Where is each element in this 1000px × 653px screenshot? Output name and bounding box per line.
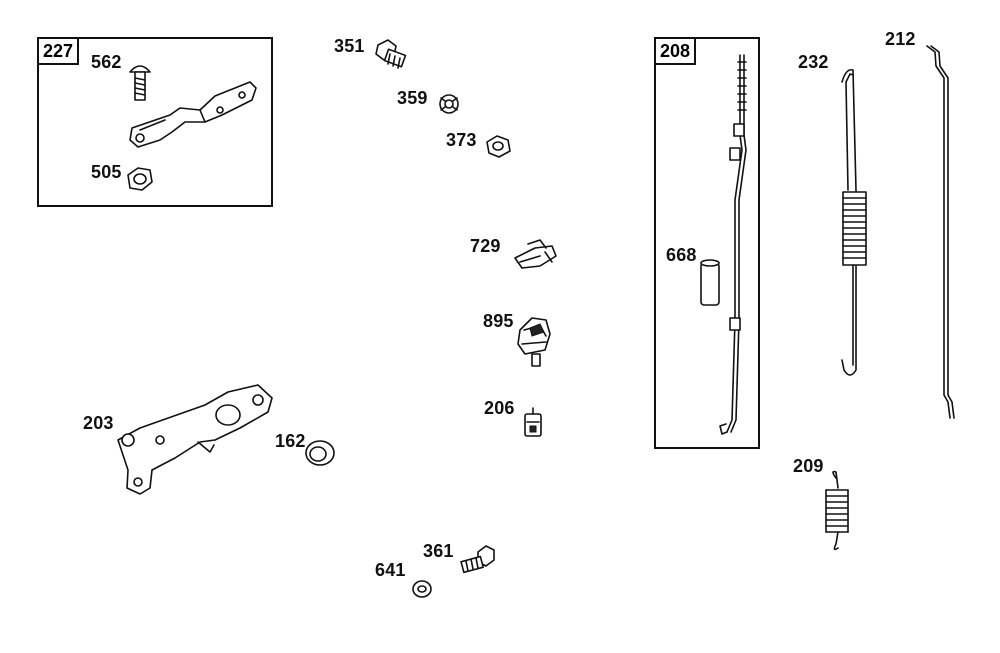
ring-641-icon — [412, 580, 432, 598]
screw-562-icon — [129, 65, 151, 101]
bracket-227-icon — [129, 81, 257, 148]
part-label-212: 212 — [885, 29, 916, 49]
part-label-162: 162 — [275, 431, 306, 451]
bracket-203-icon — [117, 384, 273, 495]
group-box-208: 208 — [654, 37, 760, 449]
bolt-361-icon — [460, 545, 495, 574]
fitting-206-icon — [524, 407, 542, 437]
spring-209-icon — [825, 470, 849, 551]
part-label-668: 668 — [666, 245, 697, 265]
part-label-209: 209 — [793, 456, 824, 476]
bolt-351-icon — [375, 39, 407, 69]
grommet-895-icon — [517, 317, 551, 367]
part-label-729: 729 — [470, 236, 501, 256]
part-label-895: 895 — [483, 311, 514, 331]
part-label-562: 562 — [91, 52, 122, 72]
part-label-505: 505 — [91, 162, 122, 182]
part-label-203: 203 — [83, 413, 114, 433]
lock-washer-359-icon — [439, 94, 459, 114]
part-label-359: 359 — [397, 88, 428, 108]
part-label-206: 206 — [484, 398, 515, 418]
group-box-227: 227 — [37, 37, 273, 207]
part-label-351: 351 — [334, 36, 365, 56]
group-tag-208: 208 — [656, 39, 697, 65]
spring-rod-232-icon — [841, 68, 867, 376]
clip-729-icon — [514, 239, 557, 269]
part-label-232: 232 — [798, 52, 829, 72]
part-label-641: 641 — [375, 560, 406, 580]
nut-373-icon — [486, 135, 511, 158]
part-label-361: 361 — [423, 541, 454, 561]
rod-212-icon — [926, 45, 955, 419]
sleeve-668-icon — [700, 259, 720, 306]
bushing-162-icon — [305, 440, 335, 466]
rod-208-icon — [719, 54, 747, 435]
nut-505-icon — [127, 167, 153, 191]
group-tag-227: 227 — [39, 39, 80, 65]
part-label-373: 373 — [446, 130, 477, 150]
